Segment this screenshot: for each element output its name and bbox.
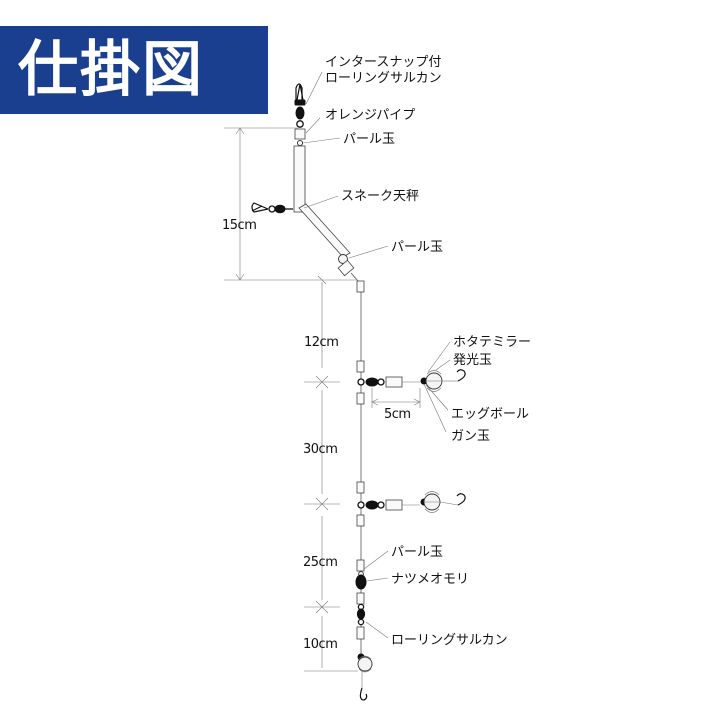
dimension-lines [224,127,421,672]
main-top-tube [356,280,365,293]
tenbin-diagonal-arm [298,203,351,258]
title-banner: 仕掛図 [0,26,268,114]
dim-10cm: 10cm [303,637,337,652]
dim-15cm: 15cm [222,218,256,233]
label-egg-ball: エッグボール [451,407,529,422]
branch-2 [356,481,466,527]
snap-swivel-top [294,83,306,128]
label-orange-pipe: オレンジパイプ [325,108,415,123]
dim-5cm: 5cm [384,407,411,422]
tenbin-left-snap [251,202,293,214]
snake-tenbin-tube [293,145,306,213]
label-rolling-swivel: ローリングサルカン [391,633,508,648]
orange-pipe-top [294,128,306,140]
page-title: 仕掛図 [18,35,204,105]
label-hotate-mirror: ホタテミラー [453,335,531,350]
label-pearl-bead-top: パール玉 [343,132,395,147]
dim-30cm: 30cm [303,442,337,457]
label-snake-tenbin: スネーク天秤 [341,189,419,204]
lower-assembly [355,559,373,701]
dim-12cm: 12cm [304,335,338,350]
label-pearl-bead-low: パール玉 [391,545,443,560]
label-pearl-bead-mid: パール玉 [391,240,443,255]
leader-lines [302,71,451,639]
label-snap-swivel-line1: インタースナップ付 [325,55,441,70]
label-hakko-bead: 発光玉 [453,353,492,368]
tenbin-end-tube [337,259,355,277]
dim-25cm: 25cm [303,555,337,570]
pearl-bead-top [296,139,304,147]
label-gan-bead: ガン玉 [451,429,490,444]
label-natsume-sinker: ナツメオモリ [391,572,469,587]
label-snap-swivel-line2: ローリングサルカン [325,71,442,86]
branch-1 [356,360,466,405]
